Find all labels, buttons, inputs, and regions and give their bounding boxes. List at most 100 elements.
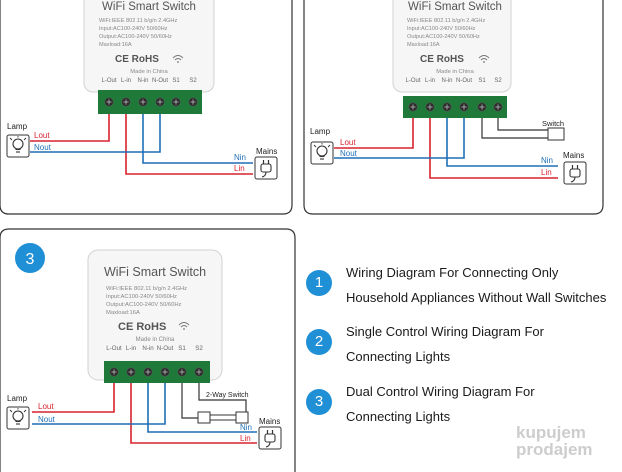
plug-icon bbox=[254, 156, 278, 180]
nout-label: Nout bbox=[38, 415, 56, 424]
module-spec: WiFi:IEEE 802.11 b/g/n 2.4GHz bbox=[407, 18, 485, 24]
panel-number: 3 bbox=[26, 251, 35, 268]
lamp-icon bbox=[6, 134, 30, 158]
lin-label: Lin bbox=[240, 434, 251, 443]
nin-label: Nin bbox=[234, 153, 246, 162]
wire-lin bbox=[125, 114, 253, 175]
terminal-label: S2 bbox=[195, 345, 203, 352]
legend-line: Connecting Lights bbox=[346, 349, 451, 364]
wifi-icon bbox=[178, 322, 190, 330]
terminal-label: L-Out bbox=[106, 345, 122, 352]
terminal-label: N-in bbox=[142, 345, 154, 352]
lout-label: Lout bbox=[340, 138, 356, 147]
wire-lout bbox=[30, 114, 110, 142]
two-way-switch bbox=[235, 411, 249, 424]
legend-number: 2 bbox=[306, 329, 332, 355]
wifi-icon bbox=[478, 55, 490, 63]
terminal-label: N-Out bbox=[456, 78, 472, 84]
panel-3: 3 WiFi Smart Switch WiFi:IEEE 802.11 b/g… bbox=[0, 228, 296, 472]
nout-label: Nout bbox=[34, 143, 52, 152]
legend-line: Household Appliances Without Wall Switch… bbox=[346, 290, 607, 305]
wire-nin bbox=[147, 383, 257, 433]
module-spec: WiFi:IEEE 802.11 b/g/n 2.4GHz bbox=[106, 286, 187, 292]
cert-marks: CE RoHS bbox=[118, 321, 166, 333]
plug-icon bbox=[258, 426, 282, 450]
cert-marks: CE RoHS bbox=[420, 54, 464, 65]
wire-s2 bbox=[497, 118, 548, 131]
mains-label: Mains bbox=[256, 147, 277, 156]
panel-2: WiFi Smart Switch WiFi:IEEE 802.11 b/g/n… bbox=[303, 0, 604, 215]
legend-text: Wiring Diagram For Connecting Only House… bbox=[346, 260, 606, 310]
wire-lin bbox=[130, 383, 257, 444]
wire-nout bbox=[334, 118, 465, 159]
wifi-icon bbox=[172, 55, 184, 63]
smart-switch-module bbox=[392, 0, 512, 93]
legend-number: 3 bbox=[306, 389, 332, 415]
plug-icon bbox=[563, 161, 587, 185]
lout-label: Lout bbox=[34, 131, 50, 140]
terminal-label: S1 bbox=[178, 345, 186, 352]
lout-label: Lout bbox=[38, 402, 54, 411]
watermark-line: kupujem bbox=[516, 423, 586, 442]
module-spec: Input:AC100-240V 50/60Hz bbox=[407, 26, 476, 32]
lamp-label: Lamp bbox=[7, 122, 28, 131]
terminal-label: L-in bbox=[425, 78, 435, 84]
terminal-label: L-Out bbox=[101, 78, 116, 84]
terminal-block bbox=[104, 361, 210, 383]
switch-label: Switch bbox=[542, 119, 564, 128]
wire-nout bbox=[32, 383, 166, 425]
legend-line: Dual Control Wiring Diagram For bbox=[346, 384, 535, 399]
switch-label: 2-Way Switch bbox=[206, 392, 249, 399]
made-in-label: Made in China bbox=[136, 337, 175, 343]
watermark-line: prodajem bbox=[516, 440, 593, 459]
module-spec: Maxload:16A bbox=[407, 42, 440, 48]
terminal-block bbox=[98, 90, 202, 114]
mains-label: Mains bbox=[259, 417, 280, 426]
terminal-label: N-Out bbox=[152, 78, 168, 84]
terminal-label: N-in bbox=[137, 78, 148, 84]
mains-label: Mains bbox=[563, 151, 584, 160]
terminal-block bbox=[403, 96, 507, 118]
two-way-switch bbox=[197, 411, 211, 424]
terminal-label: S1 bbox=[172, 78, 180, 84]
module-spec: Output:AC100-240V 50/60Hz bbox=[407, 34, 480, 40]
terminal-label: S2 bbox=[189, 78, 197, 84]
made-in-label: Made in China bbox=[130, 69, 168, 75]
wire-lout bbox=[334, 118, 414, 149]
panel-number-badge bbox=[15, 243, 45, 273]
terminal-label: L-Out bbox=[405, 78, 420, 84]
wire-nout bbox=[30, 114, 161, 153]
wire-s1 bbox=[181, 383, 198, 419]
legend-text: Dual Control Wiring Diagram For Connecti… bbox=[346, 379, 535, 429]
module-title: WiFi Smart Switch bbox=[102, 1, 196, 13]
made-in-label: Made in China bbox=[436, 69, 474, 75]
wire-lin bbox=[429, 118, 558, 179]
module-spec: Output:AC100-240V 50/60Hz bbox=[99, 34, 172, 40]
module-spec: Output:AC100-240V 50/60Hz bbox=[106, 302, 182, 308]
module-spec: Input:AC100-240V 50/60Hz bbox=[99, 26, 168, 32]
legend-number: 1 bbox=[306, 270, 332, 296]
wire-lout bbox=[32, 383, 115, 413]
lin-label: Lin bbox=[541, 168, 552, 177]
cert-marks: CE RoHS bbox=[115, 54, 159, 65]
legend-line: Single Control Wiring Diagram For bbox=[346, 324, 544, 339]
lamp-label: Lamp bbox=[7, 394, 28, 403]
wall-switch bbox=[547, 127, 565, 141]
wire-nin bbox=[142, 114, 253, 164]
legend-text: Single Control Wiring Diagram For Connec… bbox=[346, 319, 544, 369]
module-spec: WiFi:IEEE 802.11 b/g/n 2.4GHz bbox=[99, 18, 177, 24]
nin-label: Nin bbox=[541, 156, 553, 165]
module-spec: Maxload:16A bbox=[106, 310, 140, 316]
lamp-icon bbox=[310, 141, 334, 165]
lin-label: Lin bbox=[234, 164, 245, 173]
wire-s1 bbox=[481, 118, 548, 139]
watermark: kupujem prodajem bbox=[516, 424, 593, 458]
nout-label: Nout bbox=[340, 149, 358, 158]
terminal-label: S1 bbox=[478, 78, 486, 84]
wire-nin bbox=[446, 118, 558, 167]
module-spec: Input:AC100-240V 50/60Hz bbox=[106, 294, 177, 300]
wire-s2 bbox=[198, 383, 247, 412]
terminal-label: S2 bbox=[494, 78, 502, 84]
lamp-icon bbox=[6, 406, 30, 430]
